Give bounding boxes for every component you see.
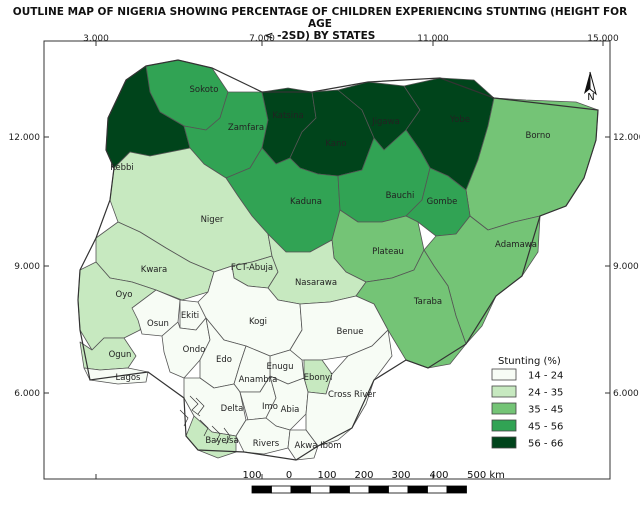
scale-segment-8 — [388, 485, 409, 494]
legend-label-2: 24 - 35 — [528, 388, 563, 399]
state-label-osun: Osun — [147, 319, 169, 329]
state-label-zamfara: Zamfara — [228, 123, 264, 133]
legend-title: Stunting (%) — [498, 356, 561, 367]
state-label-akwa-ibom: Akwa Ibom — [295, 441, 342, 451]
nigeria-outline — [77, 59, 599, 461]
scale-segment-9 — [407, 485, 428, 494]
scale-label-4: 200 — [354, 470, 373, 481]
scale-label-7: 500 km — [467, 470, 505, 481]
state-label-adamawa: Adamawa — [495, 240, 537, 250]
state-label-ogun: Ogun — [109, 350, 132, 360]
state-label-niger: Niger — [201, 215, 224, 225]
map-title-line-1: OUTLINE MAP OF NIGERIA SHOWING PERCENTAG… — [12, 6, 628, 30]
lat-tick-9-right: 9.000 — [613, 262, 639, 272]
state-label-fct-abuja: FCT-Abuja — [231, 263, 273, 273]
niger-delta-creeks — [179, 395, 231, 445]
state-label-edo: Edo — [216, 355, 232, 365]
legend: Stunting (%) 14 - 24 24 - 35 35 - 45 45 - 5… — [491, 356, 563, 450]
state-label-kano: Kano — [325, 139, 346, 149]
scale-segment-3 — [290, 485, 311, 494]
state-label-bayelsa: Bayelsa — [205, 436, 238, 446]
lat-tick-6-left: 6.000 — [14, 389, 40, 399]
state-label-anambra: Anambra — [239, 375, 278, 385]
state-label-borno: Borno — [526, 131, 551, 141]
scale-label-2: 0 — [286, 470, 292, 481]
scale-segment-10 — [427, 485, 448, 494]
state-label-rivers: Rivers — [253, 439, 280, 449]
legend-label-5: 56 - 66 — [528, 439, 563, 450]
state-abia — [265, 375, 309, 431]
scale-label-5: 300 — [391, 470, 410, 481]
state-label-gombe: Gombe — [427, 197, 458, 207]
state-label-yobe: Yobe — [449, 115, 470, 125]
state-label-bauchi: Bauchi — [386, 191, 415, 201]
scale-segment-6 — [349, 485, 370, 494]
state-label-kaduna: Kaduna — [290, 197, 322, 207]
state-label-plateau: Plateau — [372, 247, 404, 257]
map-frame — [43, 40, 611, 480]
lat-tick-9-left: 9.000 — [14, 262, 40, 272]
state-label-delta: Delta — [221, 404, 244, 414]
scale-label-3: 100 — [317, 470, 336, 481]
scale-label-6: 400 — [429, 470, 448, 481]
scale-segment-1 — [251, 485, 272, 494]
state-label-abia: Abia — [281, 405, 300, 415]
legend-swatch-3 — [491, 402, 517, 415]
state-label-ebonyi: Ebonyi — [304, 373, 333, 383]
state-label-nasarawa: Nasarawa — [295, 278, 337, 288]
legend-label-3: 35 - 45 — [528, 405, 563, 416]
scale-segment-11 — [446, 485, 467, 494]
scale-label-1: 100 — [242, 470, 261, 481]
legend-label-1: 14 - 24 — [528, 371, 563, 382]
scale-segment-5 — [329, 485, 350, 494]
state-label-cross-river: Cross River — [328, 390, 377, 400]
state-label-oyo: Oyo — [116, 290, 133, 300]
lon-tick-7: 7.000 — [249, 34, 275, 44]
state-label-jigawa: Jigawa — [371, 117, 400, 127]
map-title: OUTLINE MAP OF NIGERIA SHOWING PERCENTAG… — [0, 6, 640, 42]
legend-label-4: 45 - 56 — [528, 422, 563, 433]
state-label-ondo: Ondo — [183, 345, 206, 355]
scale-segment-4 — [310, 485, 331, 494]
state-label-enugu: Enugu — [267, 362, 294, 372]
state-label-taraba: Taraba — [413, 297, 442, 307]
state-label-kogi: Kogi — [249, 317, 267, 327]
lon-tick-3: 3.000 — [83, 34, 109, 44]
scale-bar: 100 0 100 200 300 400 500 km — [242, 470, 505, 494]
lon-tick-11: 11.000 — [417, 34, 449, 44]
state-cross-river — [305, 329, 393, 447]
lat-tick-12-left: 12.000 — [9, 133, 41, 143]
map-title-line-2: < -2SD) BY STATES — [264, 30, 376, 42]
state-akwa-ibom — [287, 429, 319, 461]
north-arrow-label: N — [587, 92, 594, 103]
state-label-sokoto: Sokoto — [190, 85, 219, 95]
frame-ticks — [44, 41, 610, 479]
legend-swatch-2 — [491, 385, 517, 398]
legend-swatch-5 — [491, 436, 517, 449]
scale-segment-7 — [368, 485, 389, 494]
state-label-kebbi: Kebbi — [110, 163, 134, 173]
state-label-lagos: Lagos — [116, 373, 142, 383]
legend-swatch-4 — [491, 419, 517, 432]
north-arrow-icon: N — [584, 71, 597, 103]
state-label-kwara: Kwara — [141, 265, 167, 275]
legend-swatch-1 — [491, 368, 517, 381]
state-label-imo: Imo — [262, 402, 278, 412]
state-label-ekiti: Ekiti — [181, 311, 199, 321]
lat-tick-6-right: 6.000 — [613, 389, 639, 399]
lon-tick-15: 15.000 — [587, 34, 619, 44]
state-label-benue: Benue — [336, 327, 363, 337]
lat-tick-12-right: 12.000 — [613, 133, 640, 143]
scale-segment-2 — [271, 485, 292, 494]
state-label-katsina: Katsina — [272, 111, 303, 121]
